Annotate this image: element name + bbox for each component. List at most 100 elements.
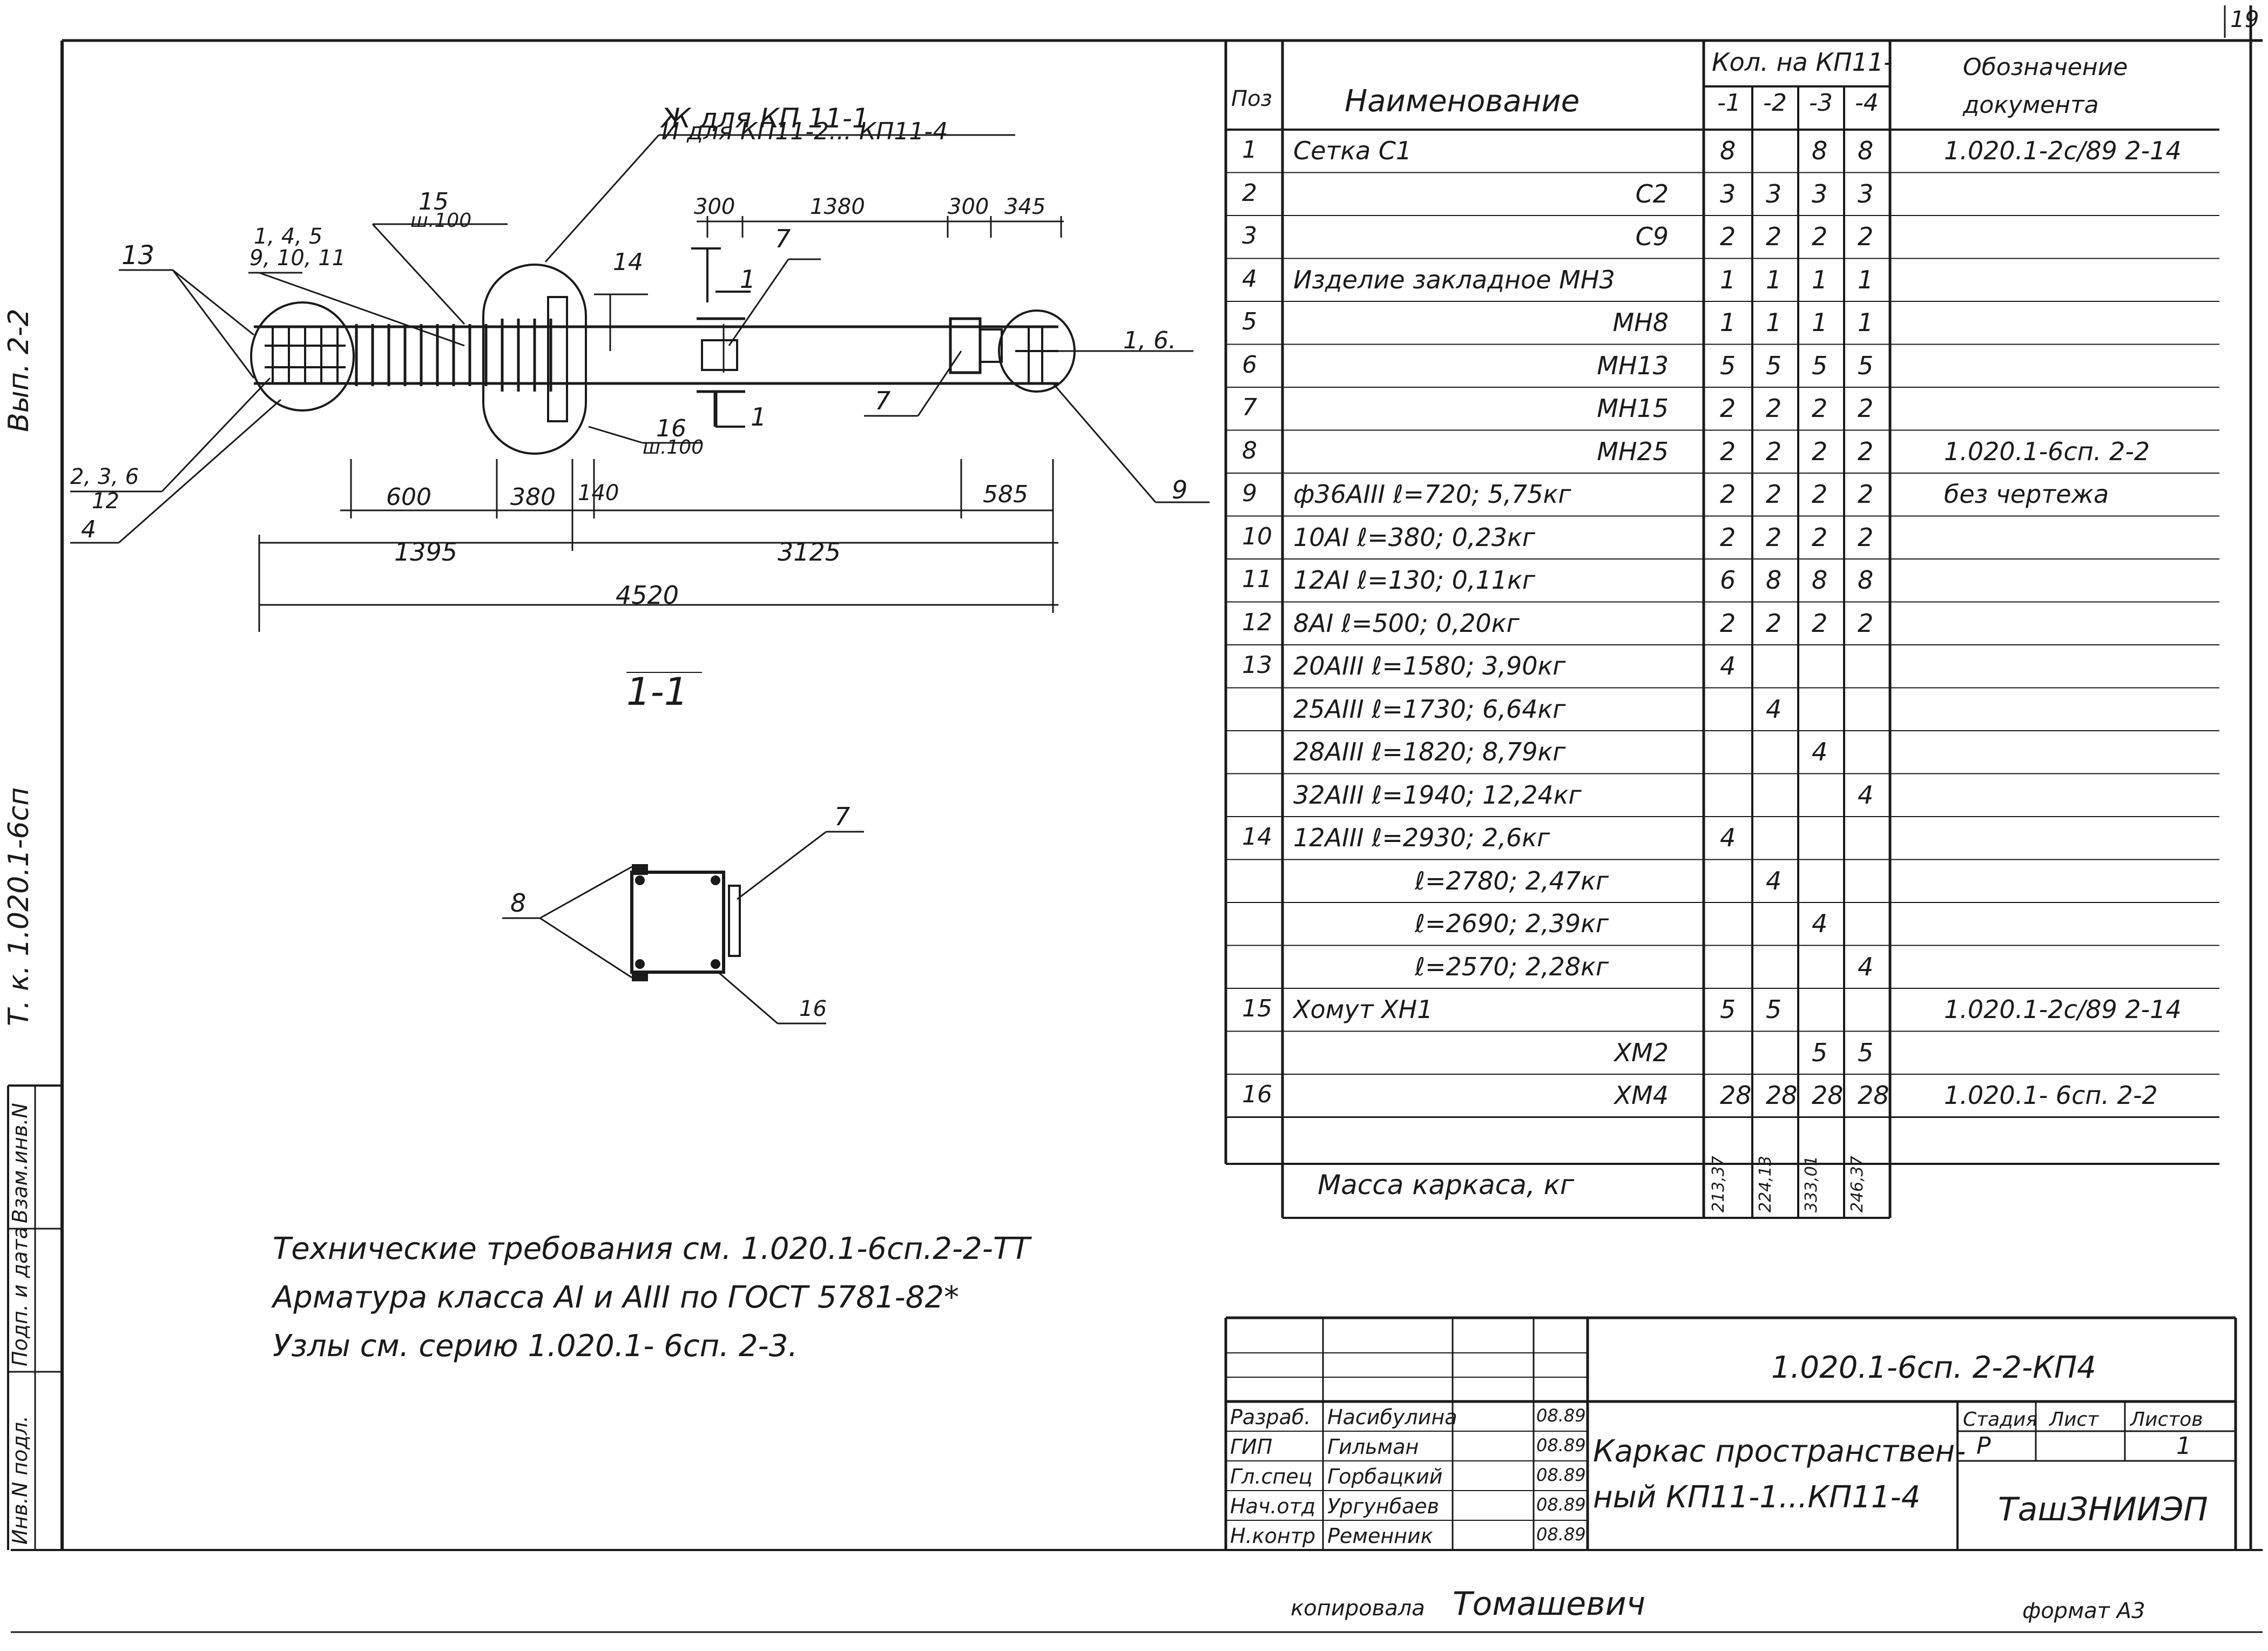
spec-qty: 5	[1766, 351, 1782, 380]
spec-name: 32АIII ℓ=1940; 12,24кг	[1293, 780, 1582, 810]
spec-pos: 9	[1242, 480, 1257, 507]
spec-pos: 4	[1242, 265, 1257, 293]
spec-qty: 2	[1720, 394, 1736, 423]
signature-date: 08.89	[1536, 1405, 1586, 1426]
spec-doc: 1.020.1- 6сп. 2-2	[1944, 1081, 2158, 1110]
note-line-2: Арматура класса АI и АIII по ГОСТ 5781-8…	[273, 1280, 959, 1315]
spec-name: 25АIII ℓ=1730; 6,64кг	[1293, 694, 1566, 724]
spec-qty: 2	[1766, 522, 1782, 552]
note-line-3: Узлы см. серию 1.020.1- 6сп. 2-3.	[273, 1329, 798, 1364]
spec-pos: 3	[1242, 222, 1257, 250]
stamp-replace: Взам.инв.N	[8, 1103, 32, 1223]
margin-vyp: Вып. 2-2	[3, 308, 35, 432]
spec-qty: 2	[1720, 522, 1736, 552]
stamp-inv: Инв.N подл.	[8, 1416, 32, 1545]
spec-qty: 5	[1720, 351, 1736, 380]
spec-qty: 2	[1858, 394, 1874, 423]
copied-by-label: копировала	[1291, 1596, 1425, 1621]
spec-qty: 4	[1766, 866, 1782, 895]
spec-qty: 2	[1766, 608, 1782, 638]
spec-qty: 28	[1812, 1081, 1844, 1110]
spec-header-q3: -3	[1809, 89, 1833, 117]
spec-qty: 2	[1812, 522, 1828, 552]
spec-header-doc: Обозначение документа	[1963, 53, 2128, 119]
spec-qty: 8	[1812, 136, 1828, 165]
signature-name: Гильман	[1327, 1435, 1419, 1459]
org-name: ТашЗНИИЭП	[1998, 1491, 2208, 1528]
spec-qty: 5	[1812, 1037, 1828, 1067]
spec-pos: 11	[1242, 565, 1272, 593]
dim-600: 600	[386, 483, 431, 511]
spec-qty: 5	[1858, 351, 1874, 380]
sheet-header: Лист	[2049, 1409, 2099, 1431]
spec-qty: 2	[1720, 436, 1736, 466]
spec-qty: 1	[1858, 308, 1874, 337]
sheets-header: Листов	[2130, 1409, 2203, 1431]
top-note-1: Ж для КП 11-1	[662, 103, 869, 134]
spec-name: С2	[1635, 179, 1669, 208]
callout-7c: 7	[834, 802, 850, 831]
dim-1380: 1380	[810, 194, 865, 219]
cross-section-drawing	[502, 831, 864, 1025]
spec-qty: 2	[1812, 222, 1828, 251]
spec-name: ℓ=2690; 2,39кг	[1415, 909, 1609, 938]
spec-name: 12АIII ℓ=2930; 2,6кг	[1293, 823, 1550, 852]
spec-qty: 2	[1766, 222, 1782, 251]
spec-qty: 4	[1858, 780, 1874, 810]
spec-qty: 2	[1858, 436, 1874, 466]
spec-header-name: Наименование	[1345, 84, 1580, 119]
callout-16-sub: ш.100	[643, 436, 704, 459]
callout-91011: 9, 10, 11	[249, 246, 346, 271]
signature-date: 08.89	[1536, 1465, 1586, 1485]
spec-name: 8АI ℓ=500; 0,20кг	[1293, 608, 1520, 638]
spec-doc: без чертежа	[1944, 480, 2109, 509]
spec-name: ℓ=2780; 2,47кг	[1415, 866, 1609, 895]
spec-qty: 1	[1766, 265, 1782, 294]
spec-qty: 4	[1812, 909, 1828, 938]
spec-qty: 8	[1766, 565, 1782, 595]
spec-qty: 4	[1766, 694, 1782, 724]
dim-345: 345	[1004, 194, 1046, 219]
spec-qty: 8	[1812, 565, 1828, 595]
mass-label: Масса каркаса, кг	[1318, 1169, 1575, 1201]
mass-q3-text: 333,01	[1802, 1156, 1821, 1212]
spec-qty: 2	[1766, 480, 1782, 509]
spec-qty: 4	[1720, 823, 1736, 852]
mass-q2-text: 224,13	[1756, 1156, 1775, 1212]
dim-585: 585	[983, 481, 1028, 508]
mass-q4-text: 246,37	[1848, 1156, 1867, 1212]
spec-qty: 2	[1812, 436, 1828, 466]
spec-pos: 14	[1242, 823, 1272, 851]
spec-header-q1: -1	[1717, 89, 1741, 117]
spec-qty: 3	[1812, 179, 1828, 208]
stamp-sign: Подп. и дата	[8, 1227, 32, 1366]
spec-name: МН25	[1597, 436, 1669, 466]
spec-qty: 2	[1858, 222, 1874, 251]
spec-qty: 2	[1858, 522, 1874, 552]
dim-300a: 300	[694, 194, 735, 219]
spec-qty: 2	[1766, 436, 1782, 466]
signature-role: ГИП	[1230, 1435, 1273, 1459]
mass-q4: 246,37	[1848, 1156, 1905, 1212]
spec-qty: 3	[1720, 179, 1736, 208]
spec-qty: 5	[1766, 995, 1782, 1024]
spec-qty: 2	[1858, 480, 1874, 509]
section-label: 1-1	[626, 670, 688, 714]
spec-qty: 8	[1858, 136, 1874, 165]
signature-name: Насибулина	[1327, 1405, 1457, 1429]
callout-9: 9	[1172, 475, 1188, 504]
spec-pos: 16	[1242, 1081, 1272, 1108]
spec-qty: 4	[1720, 651, 1736, 680]
mass-q1-text: 213,37	[1709, 1156, 1728, 1212]
dim-300b: 300	[948, 194, 989, 219]
spec-doc: 1.020.1-2с/89 2-14	[1944, 995, 2182, 1024]
dim-380: 380	[510, 483, 556, 511]
spec-qty: 1	[1720, 265, 1736, 294]
spec-name: Сетка С1	[1293, 136, 1412, 165]
format-label: формат А3	[2022, 1599, 2145, 1623]
spec-name: ℓ=2570; 2,28кг	[1415, 952, 1609, 981]
signature-role: Гл.спец	[1230, 1465, 1313, 1488]
spec-qty: 2	[1812, 608, 1828, 638]
spec-qty: 1	[1766, 308, 1782, 337]
